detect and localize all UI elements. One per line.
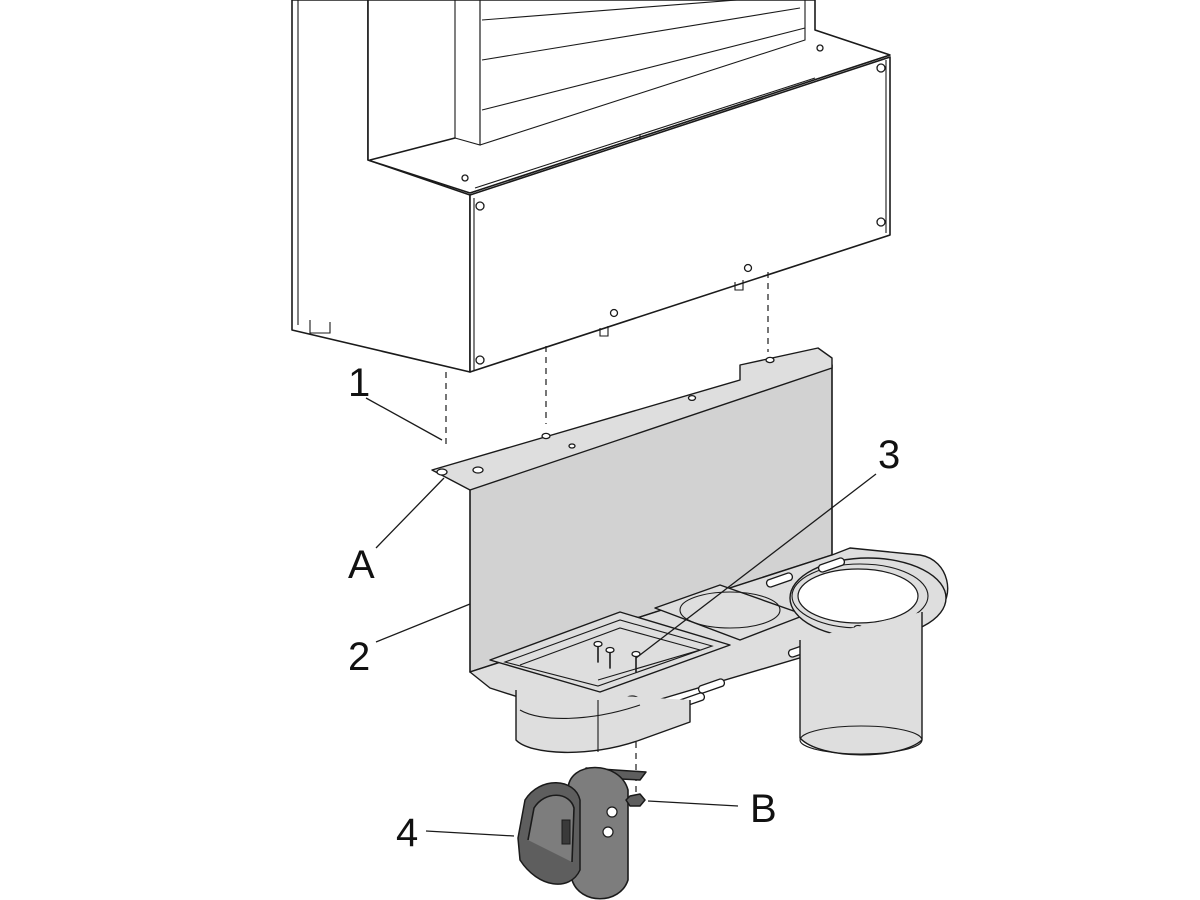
callout-b-leader	[647, 800, 739, 807]
mounting-bracket	[431, 347, 949, 756]
callout-4-leader	[425, 830, 515, 837]
callout-1-label: 1	[348, 361, 370, 405]
alignment-lines-upper	[445, 272, 769, 448]
callout-4-label: 4	[396, 811, 418, 855]
callout-3-leader	[635, 473, 877, 659]
drain-trap	[517, 766, 647, 900]
callout-a-label: A	[348, 543, 375, 587]
callout-1-leader	[365, 397, 443, 441]
callout-2-label: 2	[348, 635, 370, 679]
callout-a-leader	[375, 477, 445, 549]
callout-3-label: 3	[878, 433, 900, 477]
upper-cabinet	[291, 0, 891, 373]
callouts: 1 A 2 3 4 B	[348, 361, 900, 855]
screws	[593, 640, 641, 673]
callout-2-leader	[375, 603, 471, 643]
callout-b-label: B	[750, 787, 777, 831]
